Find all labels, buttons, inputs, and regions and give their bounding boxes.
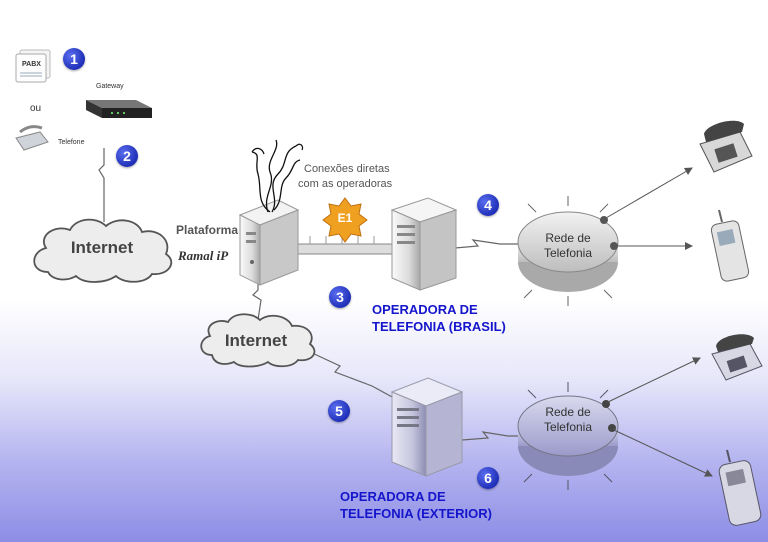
rede-bottom-line-2: Telefonia	[543, 420, 593, 434]
ou-label: ou	[30, 103, 42, 114]
e1-star-icon	[322, 197, 368, 243]
rede-bottom-label: Rede de Telefonia	[532, 405, 604, 435]
pabx-label: PABX	[22, 61, 41, 68]
step-badge-3: 3	[329, 286, 351, 308]
operadora-brasil-line-2: TELEFONIA (BRASIL)	[372, 319, 506, 334]
operadora-brasil-label: OPERADORA DE TELEFONIA (BRASIL)	[372, 301, 506, 335]
gateway-label: Gateway	[96, 83, 124, 90]
step-badge-6: 6	[477, 467, 499, 489]
mobile-phone-icon	[710, 209, 750, 282]
wireless-link-icon	[98, 148, 105, 222]
conexoes-label-2: com as operadoras	[298, 178, 393, 190]
rede-top-line-1: Rede de	[545, 231, 591, 245]
step-badge-4: 4	[477, 194, 499, 216]
plataforma-label: Plataforma	[176, 223, 239, 237]
wireless-link-icon	[309, 351, 395, 399]
wireless-link-icon	[454, 239, 518, 249]
pabx-icon	[15, 49, 51, 83]
wireless-link-icon	[252, 275, 262, 321]
step-badge-2: 2	[116, 145, 138, 167]
internet-middle-label: Internet	[224, 331, 288, 350]
cable-bundle-icon	[251, 139, 304, 213]
ramal-ip-logo: Ramal iP	[178, 248, 229, 263]
telephone-icon	[15, 125, 49, 151]
operadora-exterior-line-2: TELEFONIA (EXTERIOR)	[340, 506, 492, 521]
server-icon	[238, 199, 300, 286]
internet-cloud-middle	[200, 313, 316, 368]
operadora-brasil-line-1: OPERADORA DE	[372, 302, 478, 317]
wireless-link-icon	[461, 431, 522, 441]
server-icon	[390, 377, 464, 477]
internet-cloud-left	[33, 218, 173, 283]
internet-left-label: Internet	[70, 238, 134, 257]
rede-top-line-2: Telefonia	[543, 246, 593, 260]
phone-network-disc-top	[517, 196, 619, 306]
conexoes-label-1: Conexões diretas	[304, 163, 390, 175]
desk-phone-icon	[711, 334, 763, 381]
e1-label: E1	[337, 211, 353, 225]
desk-phone-icon	[699, 120, 753, 173]
step-badge-5: 5	[328, 400, 350, 422]
gateway-icon	[86, 100, 152, 118]
mobile-phone-icon	[718, 449, 762, 526]
operadora-exterior-label: OPERADORA DE TELEFONIA (EXTERIOR)	[340, 488, 492, 522]
phone-network-disc-bottom	[517, 382, 619, 490]
operadora-exterior-line-1: OPERADORA DE	[340, 489, 446, 504]
server-icon	[390, 197, 458, 291]
telefone-label: Telefone	[58, 139, 85, 146]
step-badge-1: 1	[63, 48, 85, 70]
rede-bottom-line-1: Rede de	[545, 405, 591, 419]
rede-top-label: Rede de Telefonia	[532, 231, 604, 261]
